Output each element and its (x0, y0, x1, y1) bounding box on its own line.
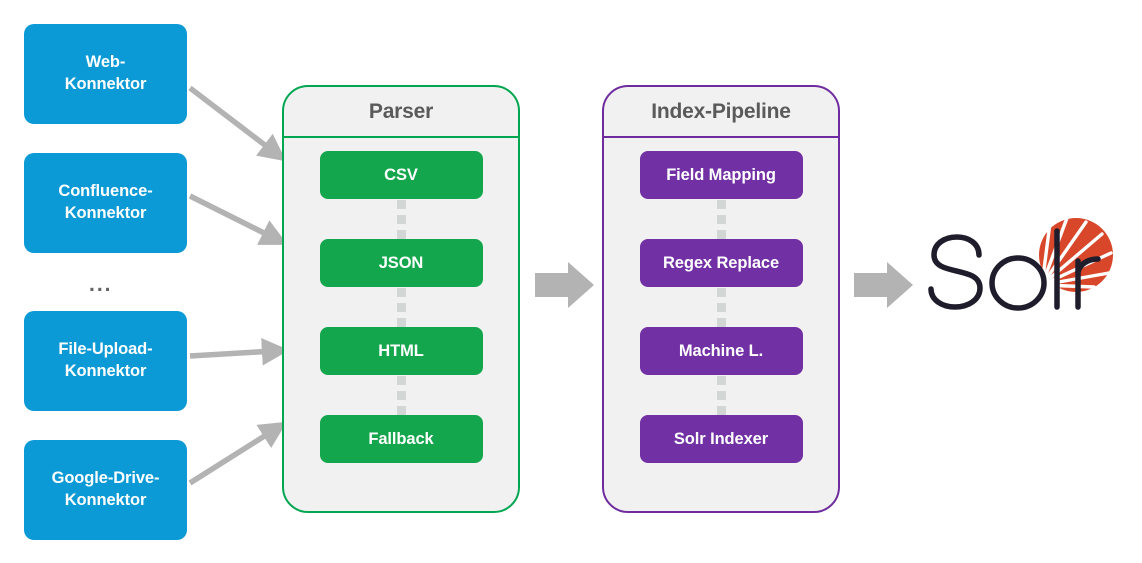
step-link-html-fallback (396, 375, 406, 415)
solr-wordmark (928, 228, 1101, 311)
stage-title-index-pipeline: Index-Pipeline (604, 87, 838, 138)
stage-body-parser: CSV JSON HTML Fallback (284, 138, 518, 463)
step-box-csv[interactable]: CSV (319, 151, 483, 199)
stage-title-parser: Parser (284, 87, 518, 138)
step-box-regex-replace[interactable]: Regex Replace (639, 239, 803, 287)
arrow-file-upload-to-parser (189, 337, 290, 366)
connector-box-file-upload[interactable]: File-Upload- Konnektor (24, 311, 187, 411)
step-link-json-html (396, 287, 406, 327)
arrow-pipeline-to-solr (854, 262, 913, 308)
solr-logo (928, 216, 1113, 311)
step-box-html[interactable]: HTML (319, 327, 483, 375)
step-label-solr-indexer: Solr Indexer (673, 429, 769, 448)
connector-box-google-drive[interactable]: Google-Drive- Konnektor (24, 440, 187, 540)
stage-body-index-pipeline: Field Mapping Regex Replace Machine L. S… (604, 138, 838, 463)
connector-label-confluence: Confluence- Konnektor (58, 182, 153, 222)
step-label-regex-replace: Regex Replace (662, 253, 780, 272)
connector-label-file-upload: File-Upload- Konnektor (58, 340, 153, 380)
connector-label-web: Web- Konnektor (64, 53, 147, 93)
stage-panel-parser: Parser CSV JSON HTML Fallback (282, 85, 520, 513)
step-link-regex-machine (716, 287, 726, 327)
step-label-fallback: Fallback (368, 429, 434, 448)
step-label-field-mapping: Field Mapping (666, 165, 776, 184)
arrow-confluence-to-parser (188, 193, 288, 245)
step-label-machine-learning: Machine L. (678, 341, 764, 360)
arrow-web-to-parser (188, 85, 287, 162)
step-box-solr-indexer[interactable]: Solr Indexer (639, 415, 803, 463)
connector-box-web[interactable]: Web- Konnektor (24, 24, 187, 124)
step-box-fallback[interactable]: Fallback (319, 415, 483, 463)
step-link-machine-indexer (716, 375, 726, 415)
step-link-field-mapping-regex (716, 199, 726, 239)
step-label-csv: CSV (384, 165, 418, 184)
step-label-json: JSON (378, 253, 424, 272)
step-box-machine-learning[interactable]: Machine L. (639, 327, 803, 375)
step-box-json[interactable]: JSON (319, 239, 483, 287)
arrow-parser-to-pipeline (535, 262, 594, 308)
connector-label-google-drive: Google-Drive- Konnektor (51, 469, 160, 509)
step-link-csv-json (396, 199, 406, 239)
step-box-field-mapping[interactable]: Field Mapping (639, 151, 803, 199)
connector-box-confluence[interactable]: Confluence- Konnektor (24, 153, 187, 253)
connector-ellipsis: ... (89, 273, 113, 296)
step-label-html: HTML (378, 341, 424, 360)
arrow-google-drive-to-parser (188, 421, 288, 486)
stage-panel-index-pipeline: Index-Pipeline Field Mapping Regex Repla… (602, 85, 840, 513)
